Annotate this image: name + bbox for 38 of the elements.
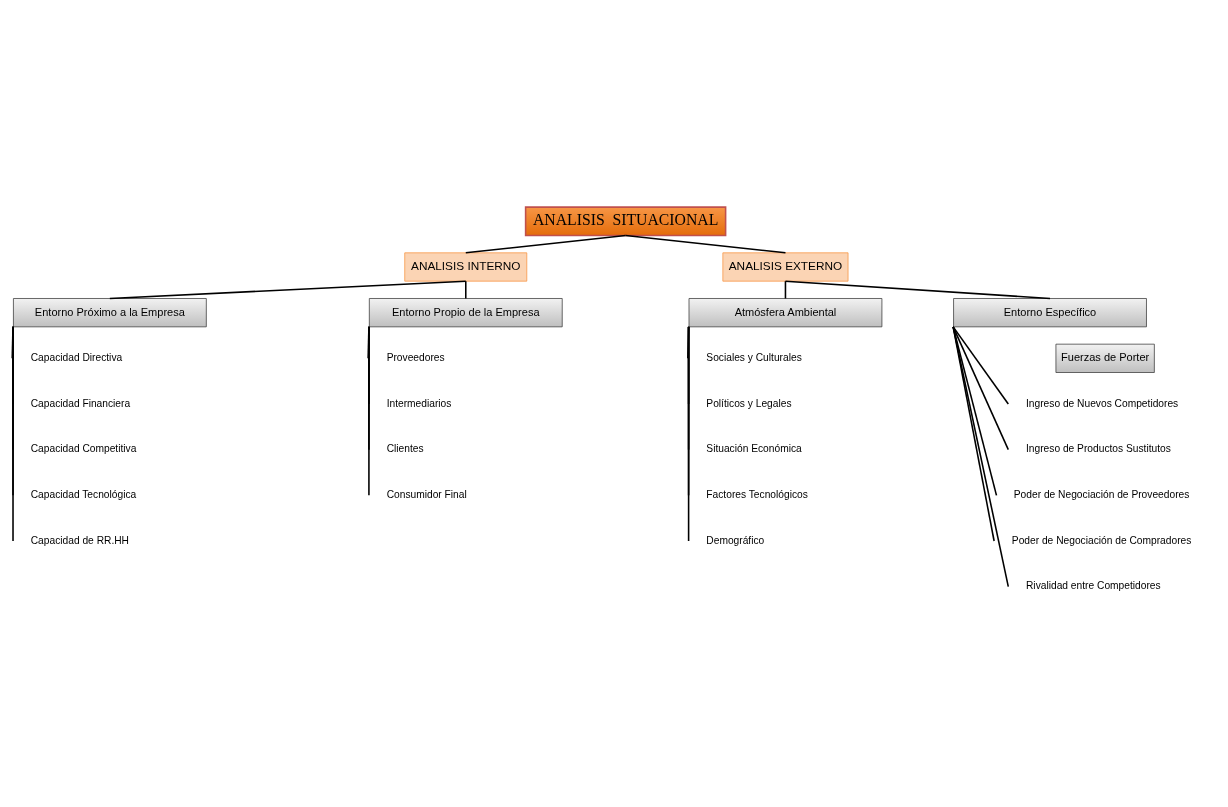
node-text: Rivalidad entre Competidores	[1026, 579, 1161, 591]
connector	[465, 234, 627, 254]
node-box: Atmósfera Ambiental	[688, 297, 883, 327]
node-text: Situación Económica	[706, 442, 802, 454]
node-text: Capacidad de RR.HH	[30, 534, 129, 546]
connector	[952, 325, 1010, 405]
node-text: Poder de Negociación de Compradores	[1011, 534, 1192, 546]
node-text: Demográfico	[706, 534, 765, 546]
node-box: Entorno Propio de la Empresa	[368, 297, 563, 327]
node-text: Intermediarios	[386, 397, 452, 409]
node-text: Capacidad Competitiva	[30, 442, 137, 454]
node-text: Ingreso de Productos Sustitutos	[1026, 442, 1171, 454]
node-text: Poder de Negociación de Proveedores	[1013, 488, 1190, 500]
connector	[952, 325, 1010, 587]
node-text: Ingreso de Nuevos Competidores	[1026, 397, 1179, 409]
node-text: Sociales y Culturales	[706, 351, 802, 363]
node-text: Capacidad Financiera	[30, 397, 131, 409]
connector	[687, 325, 690, 542]
node-text: Factores Tecnológicos	[706, 488, 808, 500]
node-box: ANALISIS SITUACIONAL	[524, 205, 727, 236]
connector	[109, 279, 467, 299]
connector	[368, 325, 370, 496]
connector	[12, 325, 14, 542]
node-text: Consumidor Final	[386, 488, 467, 500]
node-box: Entorno Próximo a la Empresa	[13, 297, 207, 327]
node-box: ANALISIS EXTERNO	[722, 251, 849, 282]
node-text: Políticos y Legales	[706, 397, 792, 409]
connector	[624, 234, 787, 254]
node-box: Entorno Específico	[953, 297, 1147, 327]
node-box: Fuerzas de Porter	[1055, 343, 1155, 373]
node-text: Clientes	[386, 442, 424, 454]
connector	[465, 279, 467, 299]
node-text: Capacidad Directiva	[30, 351, 123, 363]
connector	[952, 325, 995, 542]
node-box: ANALISIS INTERNO	[404, 251, 528, 282]
node-text: Capacidad Tecnológica	[30, 488, 137, 500]
node-text: Proveedores	[386, 351, 445, 363]
connector	[952, 325, 1010, 450]
